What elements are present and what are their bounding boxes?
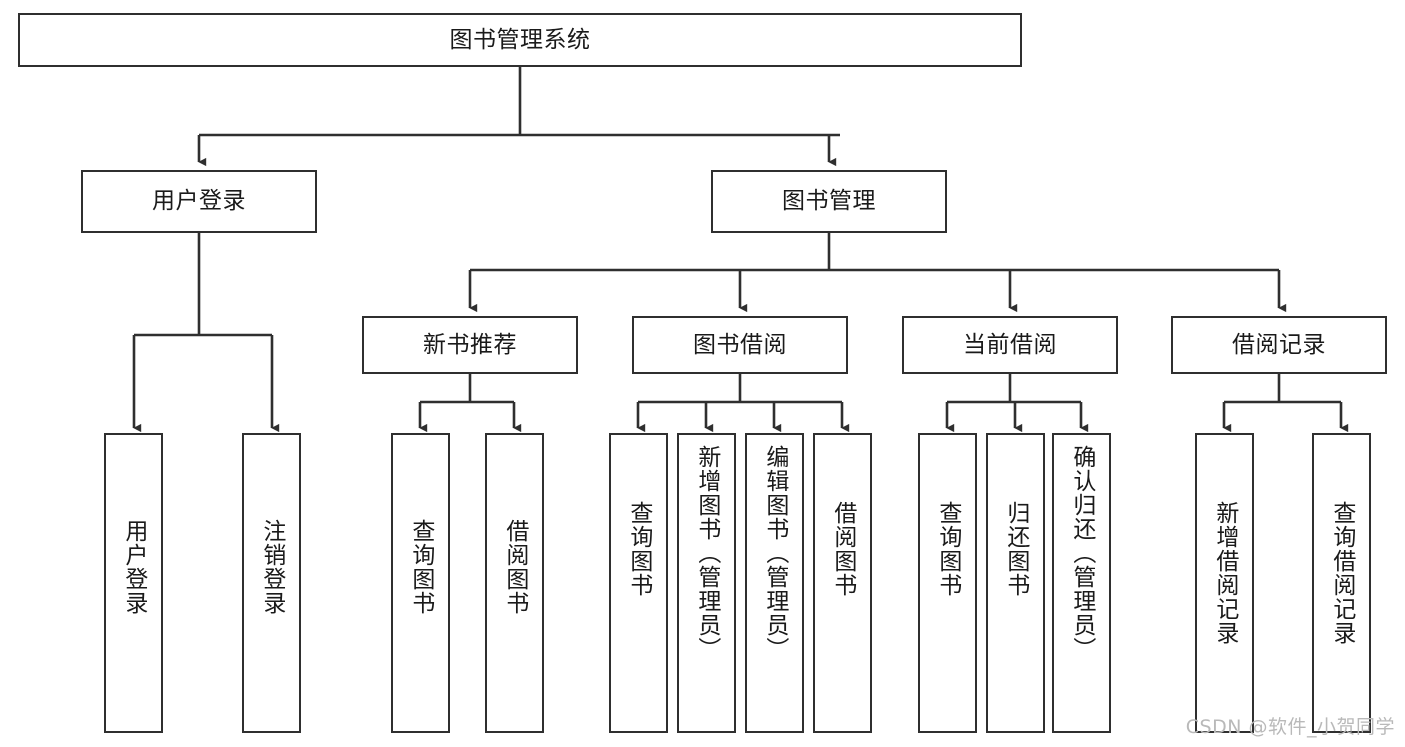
node-leaf-add-record-label: 新增借阅记录 — [1211, 501, 1238, 645]
node-leaf-query-book-3-label: 查询图书 — [934, 501, 961, 597]
node-book-borrow[interactable]: 图书借阅 — [632, 316, 848, 374]
node-leaf-query-record[interactable]: 查询借阅记录 — [1312, 433, 1371, 733]
node-leaf-confirm-return-label: 确认归还（管理员） — [1068, 445, 1095, 661]
node-leaf-logout-login-label: 注销登录 — [258, 519, 285, 615]
node-leaf-query-book-1[interactable]: 查询图书 — [391, 433, 450, 733]
node-leaf-borrow-book-1[interactable]: 借阅图书 — [485, 433, 544, 733]
node-leaf-borrow-book-1-label: 借阅图书 — [501, 519, 528, 615]
node-leaf-query-book-2[interactable]: 查询图书 — [609, 433, 668, 733]
node-leaf-borrow-book-2[interactable]: 借阅图书 — [813, 433, 872, 733]
node-leaf-confirm-return[interactable]: 确认归还（管理员） — [1052, 433, 1111, 733]
watermark-text: CSDN @软件_小贺同学 — [1185, 716, 1395, 738]
node-user-login-label: 用户登录 — [152, 188, 246, 215]
node-leaf-add-record[interactable]: 新增借阅记录 — [1195, 433, 1254, 733]
node-leaf-edit-book-label: 编辑图书（管理员） — [761, 445, 788, 661]
node-leaf-query-book-3[interactable]: 查询图书 — [918, 433, 977, 733]
node-new-book-recommend-label: 新书推荐 — [423, 331, 517, 358]
node-user-login[interactable]: 用户登录 — [81, 170, 317, 233]
node-book-manage-label: 图书管理 — [782, 188, 876, 215]
node-leaf-return-book[interactable]: 归还图书 — [986, 433, 1045, 733]
node-root[interactable]: 图书管理系统 — [18, 13, 1022, 67]
node-book-borrow-label: 图书借阅 — [693, 331, 787, 358]
node-borrow-record[interactable]: 借阅记录 — [1171, 316, 1387, 374]
node-new-book-recommend[interactable]: 新书推荐 — [362, 316, 578, 374]
node-leaf-add-book[interactable]: 新增图书（管理员） — [677, 433, 736, 733]
node-current-borrow[interactable]: 当前借阅 — [902, 316, 1118, 374]
node-leaf-add-book-label: 新增图书（管理员） — [693, 445, 720, 661]
node-leaf-user-login-label: 用户登录 — [120, 519, 147, 615]
node-leaf-query-book-1-label: 查询图书 — [407, 519, 434, 615]
node-leaf-return-book-label: 归还图书 — [1002, 501, 1029, 597]
node-root-label: 图书管理系统 — [449, 26, 591, 53]
node-book-manage[interactable]: 图书管理 — [711, 170, 947, 233]
node-leaf-query-book-2-label: 查询图书 — [625, 501, 652, 597]
node-leaf-borrow-book-2-label: 借阅图书 — [829, 501, 856, 597]
node-leaf-logout-login[interactable]: 注销登录 — [242, 433, 301, 733]
node-current-borrow-label: 当前借阅 — [963, 331, 1057, 358]
node-leaf-user-login[interactable]: 用户登录 — [104, 433, 163, 733]
node-leaf-edit-book[interactable]: 编辑图书（管理员） — [745, 433, 804, 733]
node-leaf-query-record-label: 查询借阅记录 — [1328, 501, 1355, 645]
node-borrow-record-label: 借阅记录 — [1232, 331, 1326, 358]
